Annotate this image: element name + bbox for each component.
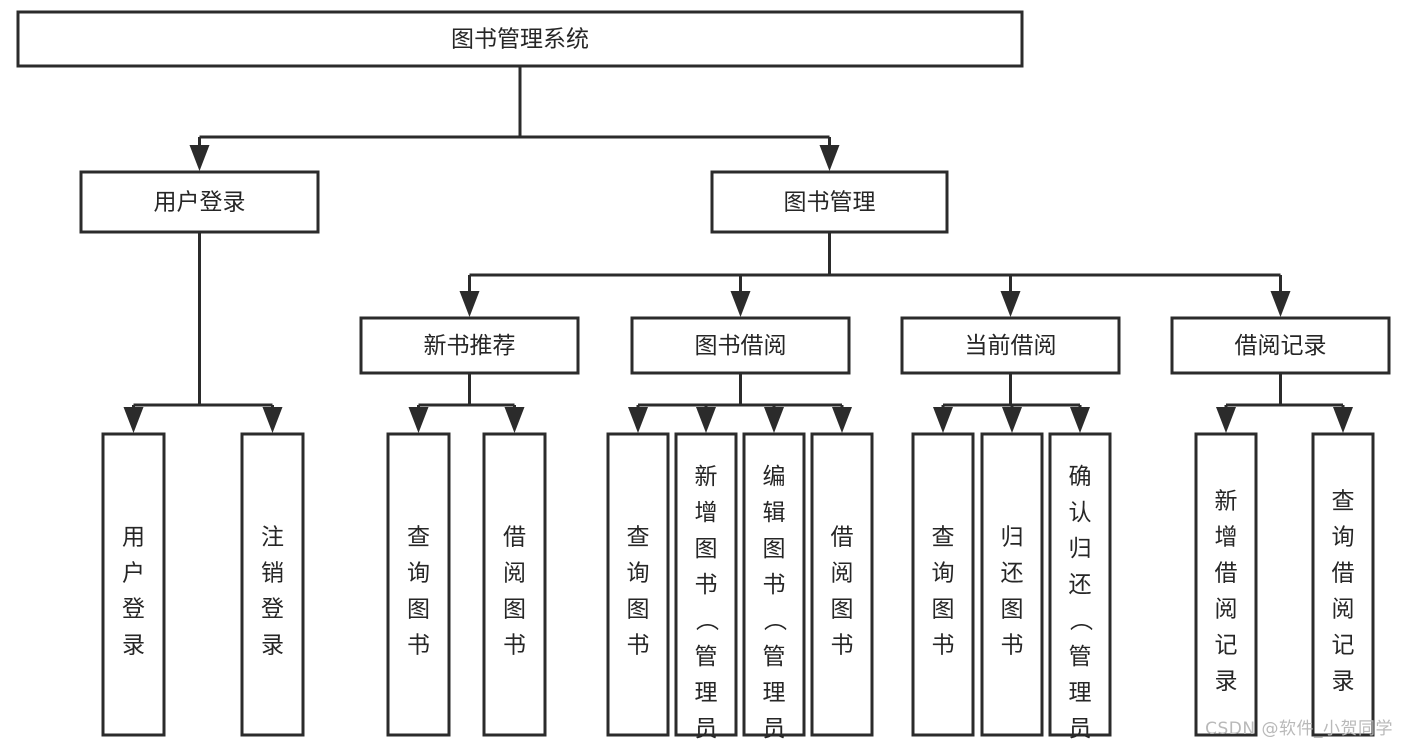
node-leaf-query-record[interactable]: 查询借阅记录 (1311, 432, 1375, 737)
node-box[interactable] (16, 10, 1024, 68)
node-box[interactable] (1048, 432, 1112, 737)
connector-group-book-borrow (628, 373, 852, 433)
node-current-borrow[interactable]: 当前借阅 (900, 316, 1121, 375)
arrow-head-icon (933, 407, 953, 433)
node-box[interactable] (710, 170, 949, 234)
nodes-layer: 图书管理系统用户登录图书管理新书推荐图书借阅当前借阅借阅记录用户登录注销登录查询… (16, 10, 1391, 747)
node-leaf-confirm-return[interactable]: 确认归还（管理员） (1048, 432, 1112, 747)
arrow-head-icon (1070, 407, 1090, 433)
node-label: 查询图书 (407, 524, 430, 658)
node-box[interactable] (101, 432, 166, 737)
node-leaf-logout[interactable]: 注销登录 (240, 432, 305, 737)
node-leaf-return-book[interactable]: 归还图书 (980, 432, 1044, 737)
node-label: 当前借阅 (965, 333, 1057, 359)
node-label: 图书管理系统 (451, 27, 589, 53)
arrow-head-icon (764, 407, 784, 433)
arrow-head-icon (1216, 407, 1236, 433)
node-label: 借阅图书 (831, 524, 854, 658)
node-label: 确认归还（管理员） (1069, 464, 1094, 747)
arrow-head-icon (628, 407, 648, 433)
connector-group-user-login (123, 232, 283, 433)
node-box[interactable] (980, 432, 1044, 737)
node-label: 注销登录 (261, 524, 284, 658)
node-label: 用户登录 (122, 524, 145, 658)
node-book-borrow[interactable]: 图书借阅 (630, 316, 851, 375)
node-box[interactable] (359, 316, 580, 375)
node-box[interactable] (742, 432, 806, 737)
node-box[interactable] (606, 432, 670, 737)
connector-group-root (189, 66, 840, 171)
arrow-head-icon (1270, 291, 1291, 317)
arrow-head-icon (459, 291, 480, 317)
node-label: 查询借阅记录 (1332, 488, 1355, 694)
node-box[interactable] (900, 316, 1121, 375)
connector-group-borrow-record (1216, 373, 1353, 433)
arrow-head-icon (1000, 291, 1021, 317)
arrow-head-icon (819, 145, 840, 171)
node-label: 图书管理 (784, 190, 876, 216)
node-leaf-borrow-book-rec[interactable]: 借阅图书 (482, 432, 547, 737)
node-box[interactable] (911, 432, 975, 737)
node-label: 新书推荐 (424, 333, 516, 359)
arrow-head-icon (504, 407, 525, 433)
node-box[interactable] (1170, 316, 1391, 375)
node-root[interactable]: 图书管理系统 (16, 10, 1024, 68)
node-label: 图书借阅 (695, 333, 787, 359)
node-box[interactable] (674, 432, 738, 737)
node-label: 新增借阅记录 (1215, 488, 1238, 694)
arrow-head-icon (832, 407, 852, 433)
node-box[interactable] (1311, 432, 1375, 737)
connector-group-book-manage (459, 232, 1291, 317)
node-box[interactable] (79, 170, 320, 234)
node-box[interactable] (240, 432, 305, 737)
arrow-head-icon (262, 407, 283, 433)
arrow-head-icon (1333, 407, 1353, 433)
node-box[interactable] (482, 432, 547, 737)
node-label: 借阅记录 (1235, 333, 1327, 359)
node-label: 用户登录 (154, 190, 246, 216)
arrow-head-icon (730, 291, 751, 317)
arrow-head-icon (1002, 407, 1022, 433)
node-user-login[interactable]: 用户登录 (79, 170, 320, 234)
arrow-head-icon (696, 407, 716, 433)
node-leaf-query-book-rec[interactable]: 查询图书 (386, 432, 451, 737)
node-label: 编辑图书（管理员） (763, 464, 788, 747)
node-leaf-edit-book[interactable]: 编辑图书（管理员） (742, 432, 806, 747)
node-leaf-add-record[interactable]: 新增借阅记录 (1194, 432, 1258, 737)
node-leaf-query-book-current[interactable]: 查询图书 (911, 432, 975, 737)
connector-group-new-book-rec (408, 373, 525, 433)
node-label: 借阅图书 (503, 524, 526, 658)
connectors-layer (123, 66, 1353, 433)
node-leaf-add-book[interactable]: 新增图书（管理员） (674, 432, 738, 747)
node-box[interactable] (1194, 432, 1258, 737)
csdn-watermark: CSDN @软件_小贺同学 (1205, 719, 1393, 739)
node-label: 归还图书 (1001, 524, 1024, 658)
node-borrow-record[interactable]: 借阅记录 (1170, 316, 1391, 375)
node-leaf-user-login[interactable]: 用户登录 (101, 432, 166, 737)
node-label: 查询图书 (627, 524, 650, 658)
node-leaf-query-book-borrow[interactable]: 查询图书 (606, 432, 670, 737)
arrow-head-icon (408, 407, 429, 433)
node-box[interactable] (630, 316, 851, 375)
node-book-manage[interactable]: 图书管理 (710, 170, 949, 234)
arrow-head-icon (123, 407, 144, 433)
node-leaf-borrow-book[interactable]: 借阅图书 (810, 432, 874, 737)
connector-group-current-borrow (933, 373, 1090, 433)
node-box[interactable] (810, 432, 874, 737)
node-label: 查询图书 (932, 524, 955, 658)
node-box[interactable] (386, 432, 451, 737)
node-new-book-rec[interactable]: 新书推荐 (359, 316, 580, 375)
node-label: 新增图书（管理员） (695, 464, 720, 747)
arrow-head-icon (189, 145, 210, 171)
